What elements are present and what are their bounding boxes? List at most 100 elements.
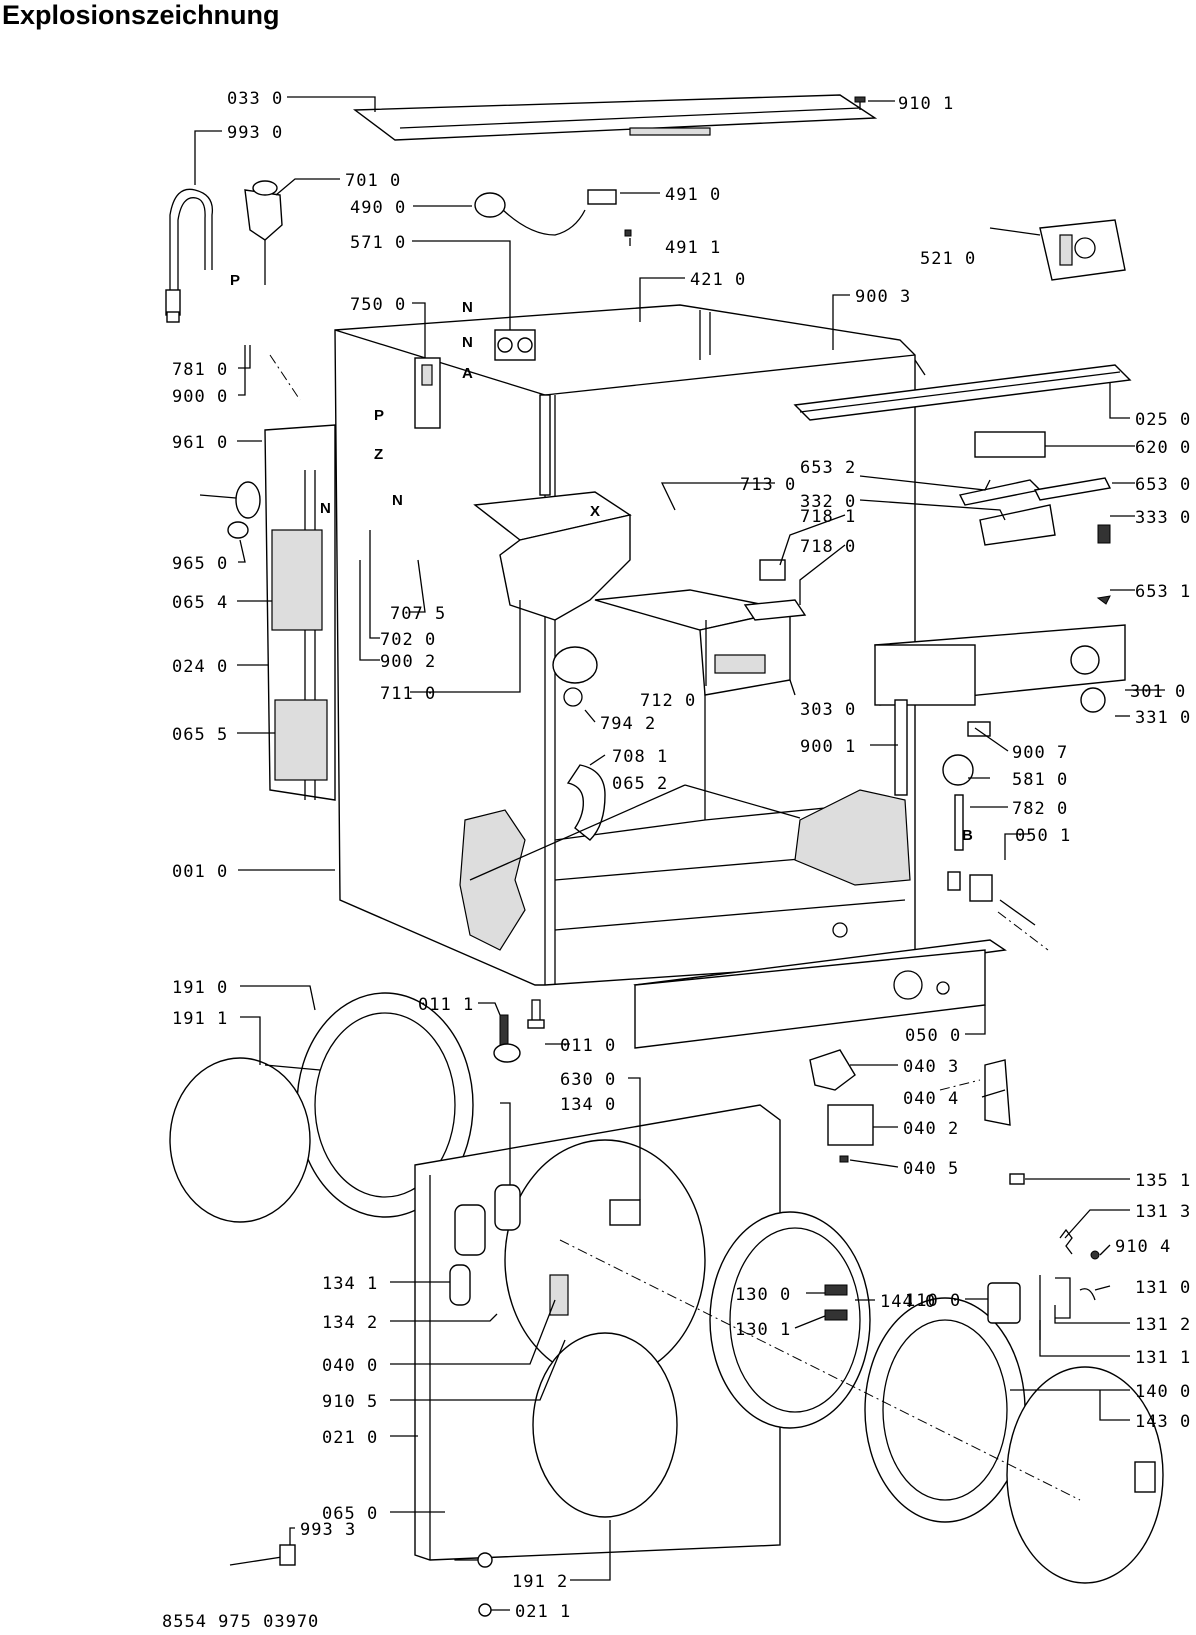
letter-b: B: [962, 827, 973, 844]
label-130-1: 130 1: [735, 1320, 791, 1340]
label-050-0: 050 0: [905, 1026, 961, 1046]
label-021-1: 021 1: [515, 1602, 571, 1622]
label-040-4: 040 4: [903, 1089, 959, 1109]
label-571-0: 571 0: [350, 233, 406, 253]
label-581-0: 581 0: [1012, 770, 1068, 790]
label-191-2: 191 2: [512, 1572, 568, 1592]
door-switch-part: [809, 1049, 1011, 1163]
label-900-3: 900 3: [855, 287, 911, 307]
label-910-5: 910 5: [322, 1392, 378, 1412]
label-001-0: 001 0: [172, 862, 228, 882]
water-valve-part: [494, 329, 536, 361]
top-cover-part: [352, 94, 878, 141]
label-965-0: 965 0: [172, 554, 228, 574]
label-131-3: 131 3: [1135, 1202, 1191, 1222]
hinge-part: [824, 1284, 848, 1321]
screw-part-2: [1009, 1173, 1025, 1185]
control-board-part: [1039, 219, 1126, 281]
label-718-1: 718 1: [800, 507, 856, 527]
label-331-0: 331 0: [1135, 708, 1191, 728]
label-144-0: 144 0: [880, 1292, 936, 1312]
part-number-labels: 033 0 910 1 993 0 701 0 490 0 491 0 571 …: [172, 89, 1191, 1622]
label-910-1: 910 1: [898, 94, 954, 114]
label-620-0: 620 0: [1135, 438, 1191, 458]
letter-n-4: N: [392, 492, 403, 509]
label-040-5: 040 5: [903, 1159, 959, 1179]
thermostat-part: [199, 481, 261, 539]
label-653-2: 653 2: [800, 458, 856, 478]
label-021-0: 021 0: [322, 1428, 378, 1448]
label-900-1: 900 1: [800, 737, 856, 757]
label-134-2: 134 2: [322, 1313, 378, 1333]
label-130-0: 130 0: [735, 1285, 791, 1305]
latch-part: [947, 871, 1036, 926]
hose-part: [165, 188, 214, 323]
label-301-0: 301 0: [1130, 682, 1186, 702]
label-143-0: 143 0: [1135, 1412, 1191, 1432]
page-title: Explosionszeichnung: [2, 0, 280, 30]
front-panel-part: [414, 1104, 781, 1568]
pressure-switch-part: [414, 357, 441, 429]
label-011-1: 011 1: [418, 995, 474, 1015]
label-781-0: 781 0: [172, 360, 228, 380]
door-handle-part: [987, 1228, 1100, 1340]
label-040-0: 040 0: [322, 1356, 378, 1376]
label-303-0: 303 0: [800, 700, 856, 720]
label-718-0: 718 0: [800, 537, 856, 557]
label-131-1: 131 1: [1135, 1348, 1191, 1368]
label-713-0: 713 0: [740, 475, 796, 495]
label-191-0: 191 0: [172, 978, 228, 998]
label-782-0: 782 0: [1012, 799, 1068, 819]
label-140-0: 140 0: [1135, 1382, 1191, 1402]
label-421-0: 421 0: [690, 270, 746, 290]
pressure-sensor-part: [942, 721, 991, 851]
letter-z: Z: [374, 446, 383, 463]
drain-hose-part: [563, 687, 606, 841]
cable-part: [229, 1544, 492, 1617]
door-lock-part: [549, 1199, 641, 1316]
label-491-1: 491 1: [665, 238, 721, 258]
label-131-0: 131 0: [1135, 1278, 1191, 1298]
label-011-0: 011 0: [560, 1036, 616, 1056]
label-135-1: 135 1: [1135, 1171, 1191, 1191]
reference-letters: P N N A P Z N N X B: [230, 272, 973, 844]
label-050-1: 050 1: [1015, 826, 1071, 846]
label-707-5: 707 5: [390, 604, 446, 624]
letter-n-3: N: [320, 500, 331, 517]
letter-n-valve-1: N: [462, 299, 473, 316]
label-653-1: 653 1: [1135, 582, 1191, 602]
label-708-1: 708 1: [612, 747, 668, 767]
label-110-0: 110 0: [905, 1291, 961, 1311]
label-191-1: 191 1: [172, 1009, 228, 1029]
label-025-0: 025 0: [1135, 410, 1191, 430]
letter-n-valve-2: N: [462, 334, 473, 351]
label-134-1: 134 1: [322, 1274, 378, 1294]
letter-x: X: [590, 503, 600, 520]
valve-part: [244, 180, 283, 285]
screw-part: [854, 96, 866, 110]
label-712-0: 712 0: [640, 691, 696, 711]
label-065-2: 065 2: [612, 774, 668, 794]
cabinet-part: [334, 304, 926, 986]
top-rail-part: [793, 364, 1132, 421]
label-630-0: 630 0: [560, 1070, 616, 1090]
dispenser-cover-part: [743, 559, 807, 621]
label-131-2: 131 2: [1135, 1315, 1191, 1335]
hinge-bar-part: [894, 699, 908, 796]
label-993-0: 993 0: [227, 123, 283, 143]
label-134-0: 134 0: [560, 1095, 616, 1115]
label-993-3: 993 3: [300, 1520, 356, 1540]
letter-p-switch: P: [374, 407, 384, 424]
label-900-7: 900 7: [1012, 743, 1068, 763]
label-065-0: 065 0: [322, 1504, 378, 1524]
label-490-0: 490 0: [350, 198, 406, 218]
door-frame-part: [532, 1211, 1164, 1584]
label-750-0: 750 0: [350, 295, 406, 315]
label-702-0: 702 0: [380, 630, 436, 650]
label-653-0: 653 0: [1135, 475, 1191, 495]
leader-lines: [194, 96, 1165, 1611]
label-065-5: 065 5: [172, 725, 228, 745]
label-794-2: 794 2: [600, 714, 656, 734]
label-961-0: 961 0: [172, 433, 228, 453]
label-701-0: 701 0: [345, 171, 401, 191]
